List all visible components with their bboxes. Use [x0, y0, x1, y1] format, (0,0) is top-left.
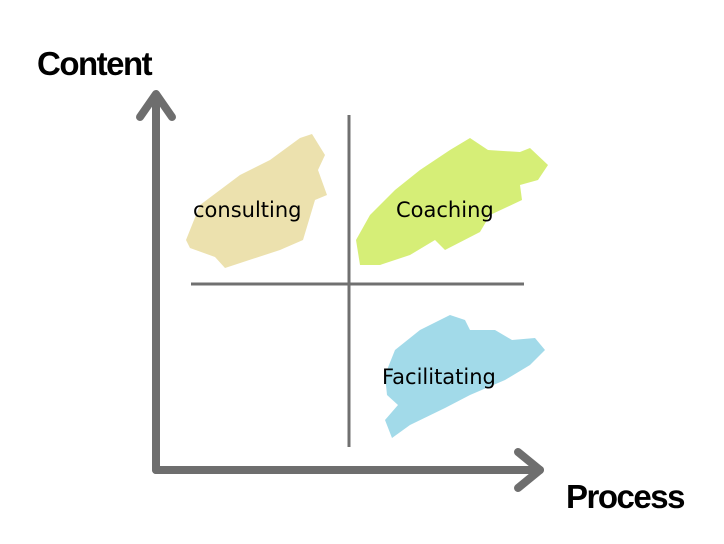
quadrant-label-consulting: consulting: [193, 198, 302, 222]
y-axis-title: Content: [37, 45, 153, 82]
x-axis-title: Process: [566, 478, 684, 515]
y-axis-arrow: [136, 90, 176, 474]
quadrant-label-coaching: Coaching: [396, 198, 494, 222]
consulting-brush-stroke: [186, 134, 327, 268]
x-axis-arrow: [152, 448, 544, 492]
facilitating-brush-stroke: [385, 315, 545, 438]
quadrant-label-facilitating: Facilitating: [382, 365, 496, 389]
coaching-brush-stroke: [356, 138, 548, 265]
